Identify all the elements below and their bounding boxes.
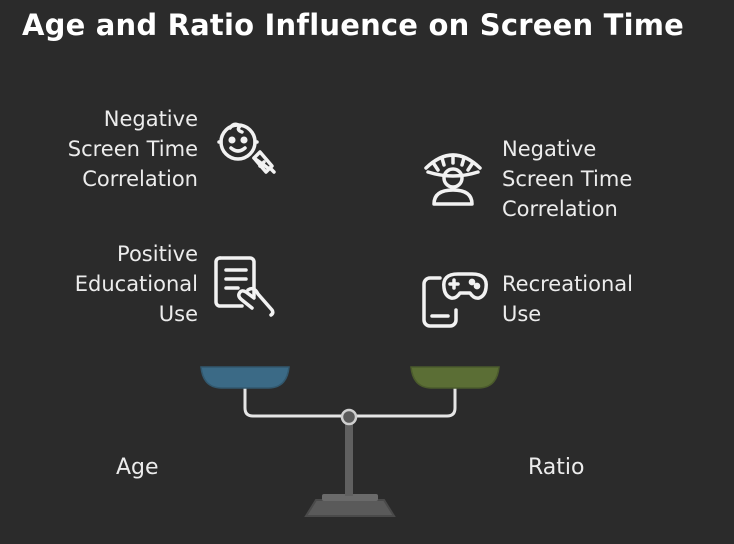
diagram-title: Age and Ratio Influence on Screen Time <box>22 8 684 42</box>
document-hand-icon <box>214 256 275 317</box>
age-factor-1-label: Negative Screen Time Correlation <box>10 104 198 194</box>
scale-base-top <box>322 494 378 501</box>
age-label: Age <box>116 455 159 480</box>
age-factor-1-line-2: Screen Time <box>67 137 198 161</box>
ratio-factor-2-line-2: Use <box>502 302 542 326</box>
age-factor-2-label: Positive Educational Use <box>10 239 198 329</box>
age-factor-2-line-2: Educational <box>74 272 198 296</box>
scale-stem <box>345 418 353 496</box>
ratio-factor-2-label: Recreational Use <box>502 269 722 329</box>
ratio-factor-1-line-2: Screen Time <box>502 167 633 191</box>
age-pan <box>200 366 290 389</box>
ratio-pan <box>410 366 500 389</box>
scale-pivot <box>340 408 358 426</box>
baby-face-icon <box>217 122 276 174</box>
scale-base <box>304 499 396 517</box>
age-factor-2-line-3: Use <box>158 302 198 326</box>
game-controller-phone-icon <box>422 272 488 328</box>
ratio-factor-2-line-1: Recreational <box>502 272 634 296</box>
age-factor-2-line-1: Positive <box>117 242 198 266</box>
ratio-label: Ratio <box>528 455 585 480</box>
ratio-factor-1-line-3: Correlation <box>502 197 618 221</box>
age-factor-1-line-1: Negative <box>103 107 198 131</box>
age-factor-1-line-3: Correlation <box>82 167 198 191</box>
elder-person-icon <box>424 153 482 206</box>
ratio-factor-1-line-1: Negative <box>502 137 597 161</box>
ratio-factor-1-label: Negative Screen Time Correlation <box>502 134 722 224</box>
